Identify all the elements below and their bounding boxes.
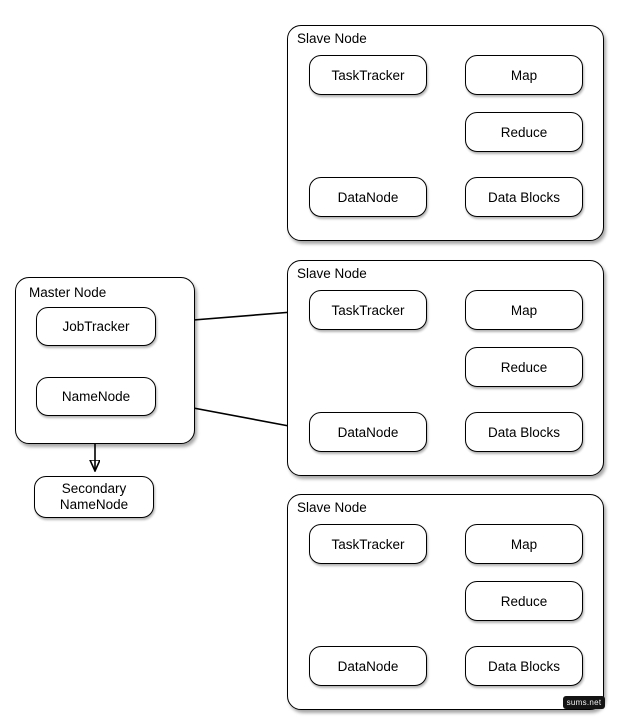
slave-node-title: Slave Node: [297, 500, 367, 515]
watermark-badge: sums.net: [563, 696, 605, 709]
datablocks-node: Data Blocks: [465, 177, 583, 217]
map-node: Map: [465, 55, 583, 95]
slave-node-group-0: Slave Node TaskTracker Map Reduce DataNo…: [287, 25, 604, 241]
secondary-namenode-node: Secondary NameNode: [34, 476, 154, 518]
datanode-node: DataNode: [309, 646, 427, 686]
datablocks-node: Data Blocks: [465, 412, 583, 452]
datanode-node: DataNode: [309, 412, 427, 452]
reduce-node: Reduce: [465, 347, 583, 387]
reduce-node: Reduce: [465, 112, 583, 152]
reduce-node: Reduce: [465, 581, 583, 621]
tasktracker-node: TaskTracker: [309, 524, 427, 564]
namenode-node: NameNode: [36, 377, 156, 416]
map-node: Map: [465, 290, 583, 330]
slave-node-title: Slave Node: [297, 266, 367, 281]
slave-node-group-1: Slave Node TaskTracker Map Reduce DataNo…: [287, 260, 604, 476]
tasktracker-node: TaskTracker: [309, 290, 427, 330]
datanode-node: DataNode: [309, 177, 427, 217]
tasktracker-node: TaskTracker: [309, 55, 427, 95]
master-node-group: Master Node JobTracker NameNode: [15, 277, 195, 444]
jobtracker-node: JobTracker: [36, 307, 156, 346]
slave-node-group-2: Slave Node TaskTracker Map Reduce DataNo…: [287, 494, 604, 710]
map-node: Map: [465, 524, 583, 564]
slave-node-title: Slave Node: [297, 31, 367, 46]
master-node-title: Master Node: [29, 285, 107, 300]
datablocks-node: Data Blocks: [465, 646, 583, 686]
